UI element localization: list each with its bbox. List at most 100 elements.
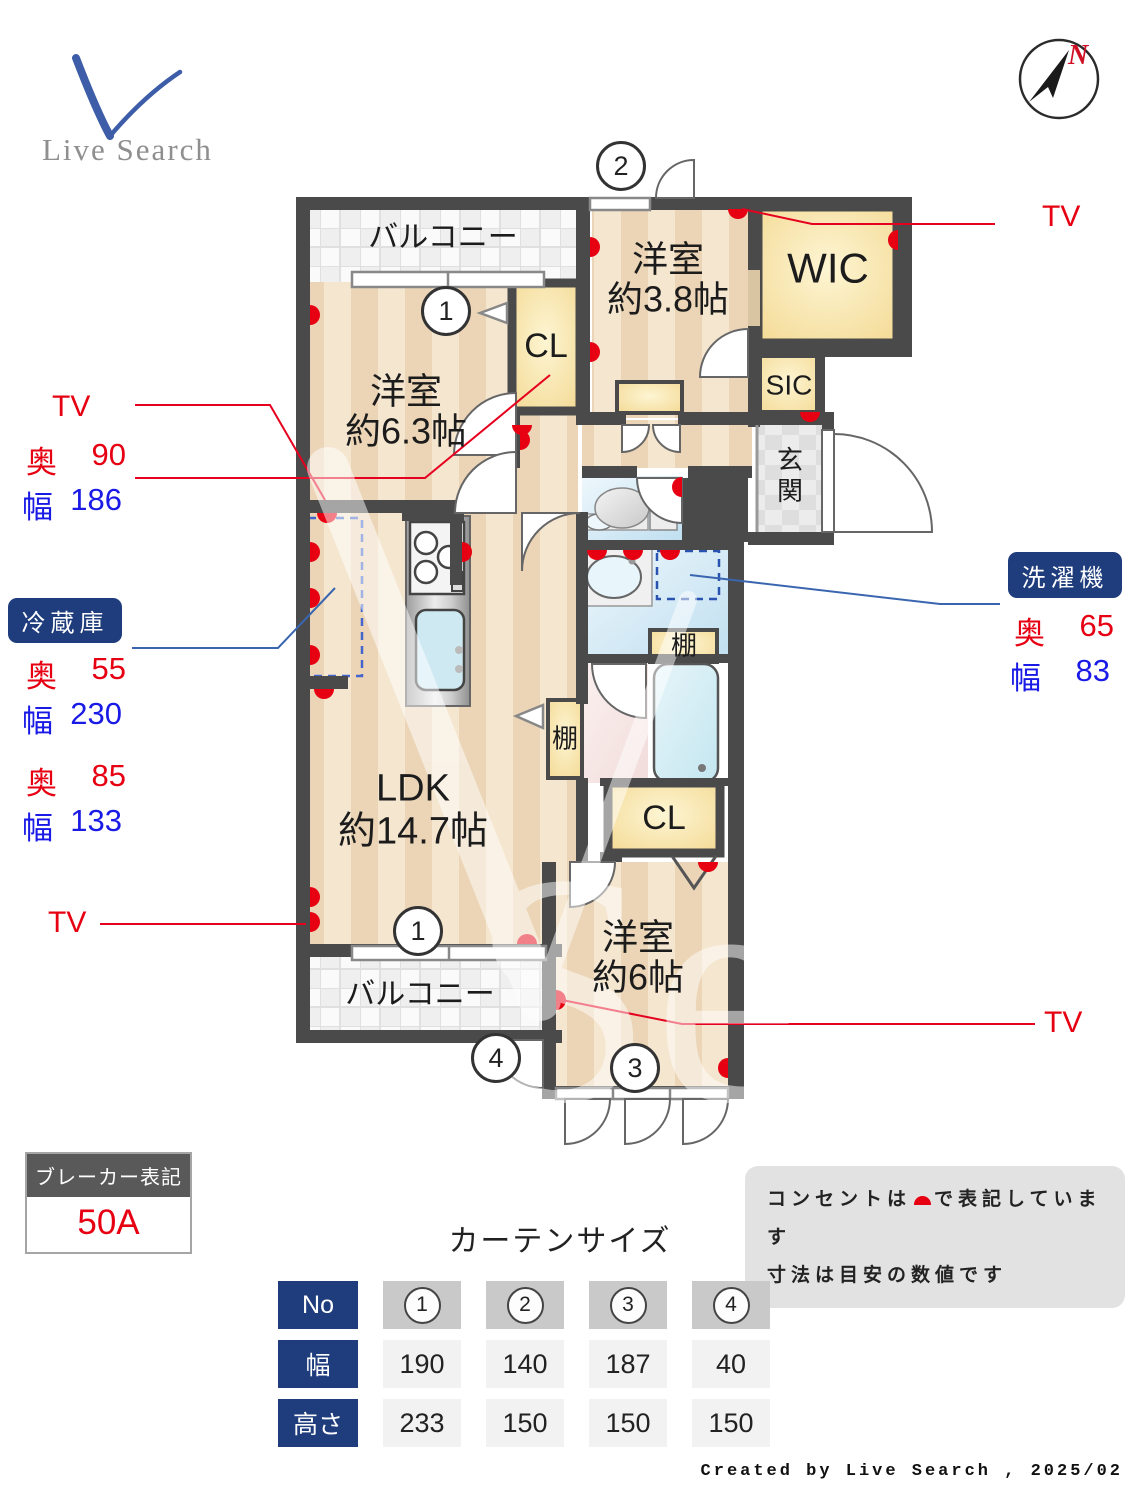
row-header-no: No (278, 1281, 358, 1329)
room-label-bedroom6: 洋室 約6帖 (591, 916, 685, 999)
curtain-marker-1: 1 (421, 286, 471, 336)
width-label: 幅 (1010, 661, 1041, 696)
watermark: re Se (8, 447, 800, 1172)
curtain-marker-2: 2 (596, 141, 646, 191)
room-label-cl-lower: CL (642, 798, 686, 837)
height-cell-4: 150 (692, 1399, 770, 1447)
svg-text:Se: Se (470, 807, 800, 1172)
width-cell-3: 187 (589, 1340, 667, 1388)
curtain-marker-4: 4 (471, 1033, 521, 1083)
room-label-line: 約3.8帖 (606, 279, 730, 320)
legend-note: コンセントはで表記しています 寸法は目安の数値です (745, 1166, 1125, 1308)
height-cell-2: 150 (486, 1399, 564, 1447)
compass-needle-icon (1029, 50, 1069, 102)
depth-value: 85 (91, 758, 126, 793)
fridge-depth: 奥 55 (26, 651, 126, 696)
room-label-ldk: LDK 約14.7帖 (338, 767, 488, 852)
fridge-badge: 冷蔵庫 (8, 598, 122, 643)
curtain-marker-3: 3 (610, 1043, 660, 1093)
curtain-table: No 1 2 3 4 幅 190 140 187 40 高さ 233 150 1… (278, 1281, 770, 1447)
depth-label: 奥 (26, 659, 57, 694)
room-label-line: 洋室 (369, 370, 443, 412)
live-search-logo-icon (72, 54, 183, 140)
curtain-marker-1b: 1 (393, 906, 443, 956)
marker-number: 4 (712, 1286, 750, 1324)
compass-north-label: N (1067, 40, 1090, 71)
room-label-wic: WIC (787, 244, 869, 292)
room-label-bedroom38: 洋室 約3.8帖 (606, 239, 730, 321)
marker-number: 2 (613, 150, 629, 181)
storage-rooms (507, 200, 904, 858)
curtain-table-title: カーテンサイズ (448, 1225, 672, 1258)
height-cell-3: 150 (589, 1399, 667, 1447)
col-marker-2: 2 (486, 1281, 564, 1329)
width-value: 133 (70, 803, 122, 838)
col-marker-4: 4 (692, 1281, 770, 1329)
width-label: 幅 (22, 811, 53, 846)
width-cell-1: 190 (383, 1340, 461, 1388)
row-header-width: 幅 (278, 1340, 358, 1388)
tv-label-left: TV (52, 390, 91, 423)
room-label-line: 約6帖 (591, 957, 685, 998)
compass-icon: N (1018, 38, 1100, 120)
room-label-line: 約6.3帖 (344, 411, 468, 452)
marker-number: 2 (506, 1286, 544, 1324)
room-label-shelf-a: 棚 (670, 630, 698, 661)
col-marker-1: 1 (383, 1281, 461, 1329)
room-label-shelf-b: 棚 (551, 723, 579, 754)
tv-left-depth: 奥 90 (26, 437, 126, 482)
width-label: 幅 (22, 490, 53, 525)
counter-width: 幅 133 (22, 803, 122, 848)
sliding-opening (748, 270, 760, 326)
doors (452, 158, 934, 1146)
tv-label-bottom-left: TV (48, 906, 87, 939)
width-label: 幅 (22, 704, 53, 739)
room-label-line: 約14.7帖 (338, 810, 488, 852)
outlet-icon (914, 1196, 932, 1205)
washer-depth: 奥 65 (1014, 608, 1114, 653)
bathtub (652, 662, 720, 784)
room-label-line: 洋室 (601, 916, 674, 958)
depth-label: 奥 (1014, 616, 1045, 651)
stove-burner-icon (413, 530, 439, 556)
stove-burner-icon (413, 559, 439, 585)
room-label-bedroom63: 洋室 約6.3帖 (344, 370, 468, 453)
width-cell-4: 40 (692, 1340, 770, 1388)
width-value: 186 (70, 482, 122, 517)
room-label-entrance: 玄関 (773, 446, 804, 508)
width-value: 230 (70, 696, 122, 731)
slide-pointer-icons (476, 301, 545, 730)
width-cell-2: 140 (486, 1340, 564, 1388)
tv-left-width: 幅 186 (22, 482, 122, 527)
depth-value: 55 (91, 651, 126, 686)
counter-depth: 奥 85 (26, 758, 126, 803)
fridge-width: 幅 230 (22, 696, 122, 741)
svg-text:re: re (8, 836, 202, 1113)
col-marker-3: 3 (589, 1281, 667, 1329)
row-header-height: 高さ (278, 1399, 358, 1447)
marker-number: 3 (609, 1286, 647, 1324)
marker-number: 1 (438, 295, 454, 326)
height-cell-1: 233 (383, 1399, 461, 1447)
room-label-balcony-bottom: バルコニー (345, 978, 495, 1012)
room-label-sic: SIC (765, 369, 813, 401)
breaker-title: ブレーカー表記 (27, 1154, 190, 1197)
marker-number: 1 (410, 915, 426, 946)
legend-text: コンセントは (767, 1189, 912, 1210)
depth-label: 奥 (26, 766, 57, 801)
marker-number: 3 (627, 1052, 643, 1083)
tv-label-top-right: TV (1042, 200, 1081, 233)
room-label-balcony-top: バルコニー (368, 221, 518, 255)
breaker-box: ブレーカー表記 50A (25, 1152, 192, 1254)
width-value: 83 (1075, 653, 1110, 688)
legend-line1: コンセントはで表記しています (767, 1181, 1125, 1257)
room-label-line: LDK (376, 767, 450, 810)
depth-value: 90 (91, 437, 126, 472)
logo-wordmark: Live Search (42, 132, 213, 167)
marker-number: 1 (403, 1286, 441, 1324)
depth-label: 奥 (26, 445, 57, 480)
depth-value: 65 (1079, 608, 1114, 643)
marker-number: 4 (488, 1042, 504, 1073)
washer-badge: 洗濯機 (1008, 552, 1122, 598)
